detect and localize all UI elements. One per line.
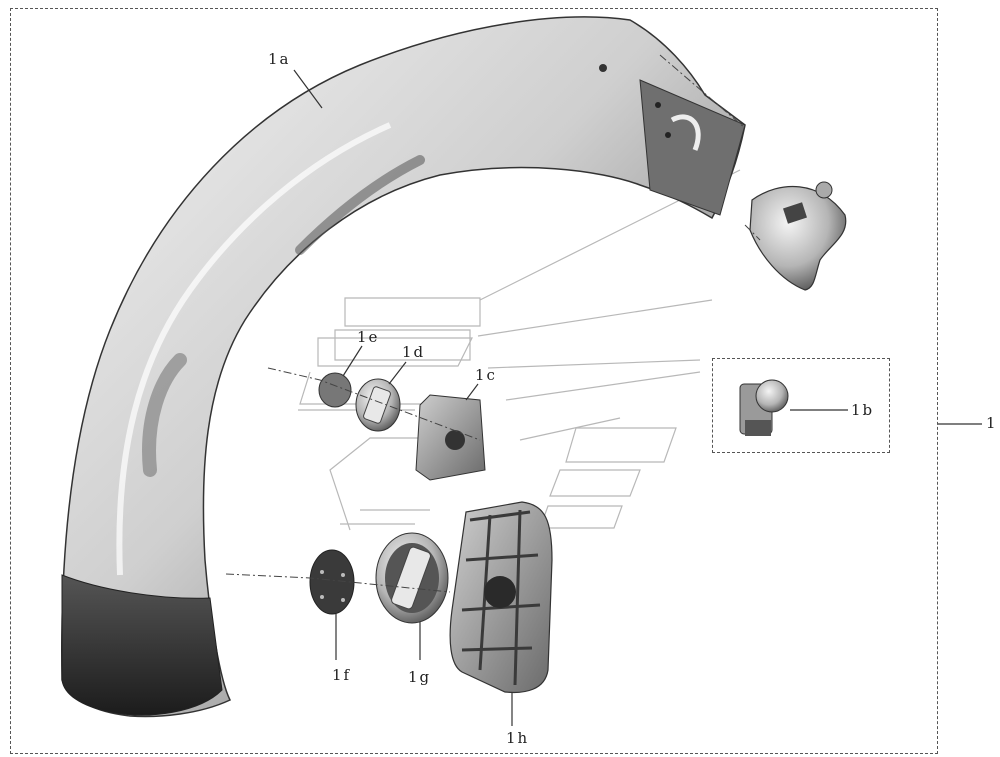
callout-1b: 1b [851, 401, 875, 419]
callout-1f: 1f [332, 666, 352, 684]
outer-assembly-boundary [10, 8, 938, 754]
switch-assembly-1b [739, 379, 789, 436]
callout-1: 1 [986, 414, 998, 432]
plate-part-1h [449, 501, 553, 694]
label-leader-lines [293, 69, 982, 726]
callout-1e: 1e [357, 328, 380, 346]
assembly-leader-lines [225, 54, 761, 593]
plate-part-1c [415, 394, 486, 481]
cap-part-1f [309, 549, 355, 615]
callout-1g: 1g [408, 668, 432, 686]
callout-1a: 1a [268, 50, 291, 68]
handlebar-part-1a [61, 16, 746, 718]
callout-1d: 1d [402, 343, 426, 361]
mirror-mount-part [749, 181, 847, 291]
cap-part-1e [318, 372, 352, 408]
switch-part-1d [355, 378, 401, 432]
callout-1c: 1c [475, 366, 497, 384]
ghost-outline-steps [298, 169, 741, 531]
inset-subassembly-boundary [712, 358, 890, 453]
callout-1h: 1h [506, 729, 530, 747]
switch-part-1g [375, 532, 449, 624]
